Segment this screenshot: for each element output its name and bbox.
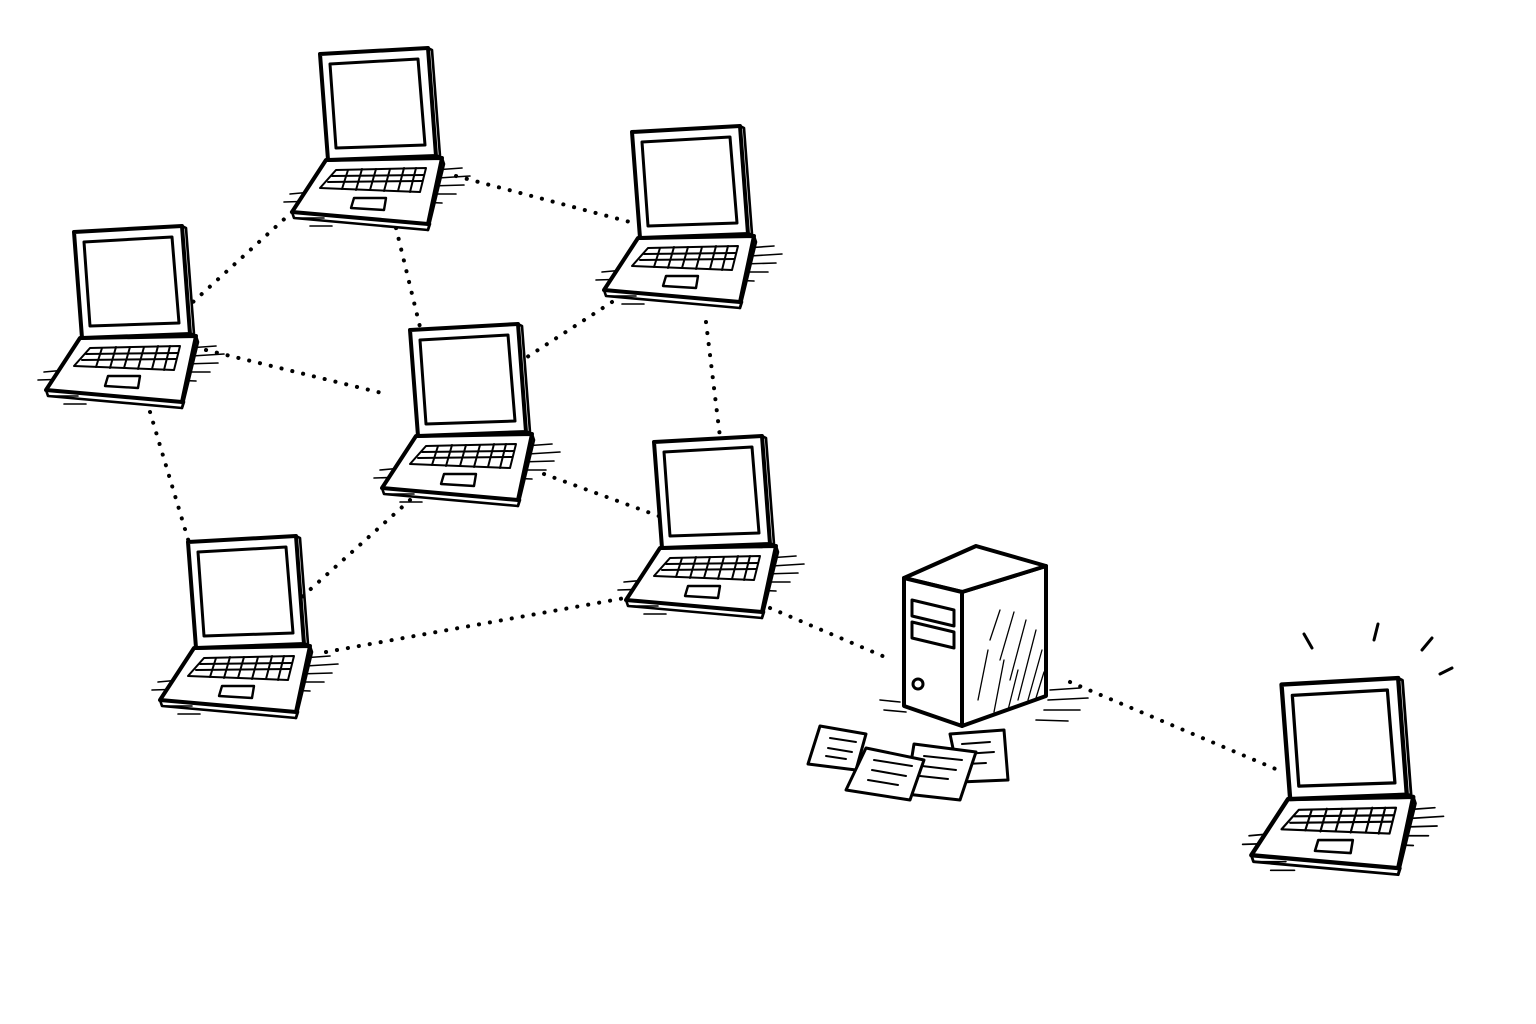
activity-burst-icon — [1302, 622, 1454, 676]
laptop-middle-right-icon — [616, 434, 806, 620]
link-laptop-center-to-laptop-bottom-left — [292, 498, 412, 606]
link-laptop-center-to-laptop-middle-right — [542, 472, 666, 520]
document-icon — [844, 746, 926, 802]
laptop-center-icon — [372, 322, 562, 508]
laptop-left-icon — [36, 224, 226, 410]
laptop-upper-right-icon — [594, 124, 784, 310]
link-laptop-top-to-laptop-center — [394, 226, 430, 362]
link-laptop-left-to-laptop-center — [204, 348, 388, 396]
laptop-bottom-left-icon — [150, 534, 340, 720]
document-icon — [904, 742, 978, 802]
laptop-remote-icon — [1243, 678, 1444, 875]
link-laptop-top-to-laptop-left — [180, 210, 294, 314]
laptop-top-icon — [282, 46, 472, 232]
link-laptop-bottom-left-to-laptop-middle-right — [324, 594, 638, 654]
link-laptop-upper-right-to-laptop-center — [502, 300, 614, 374]
link-server-to-laptop-remote — [1068, 680, 1280, 772]
document-pile-icon — [806, 724, 1010, 802]
server-tower-icon — [879, 544, 1089, 728]
link-laptop-top-to-laptop-upper-right — [454, 174, 632, 224]
link-laptop-middle-right-to-server — [768, 606, 894, 662]
